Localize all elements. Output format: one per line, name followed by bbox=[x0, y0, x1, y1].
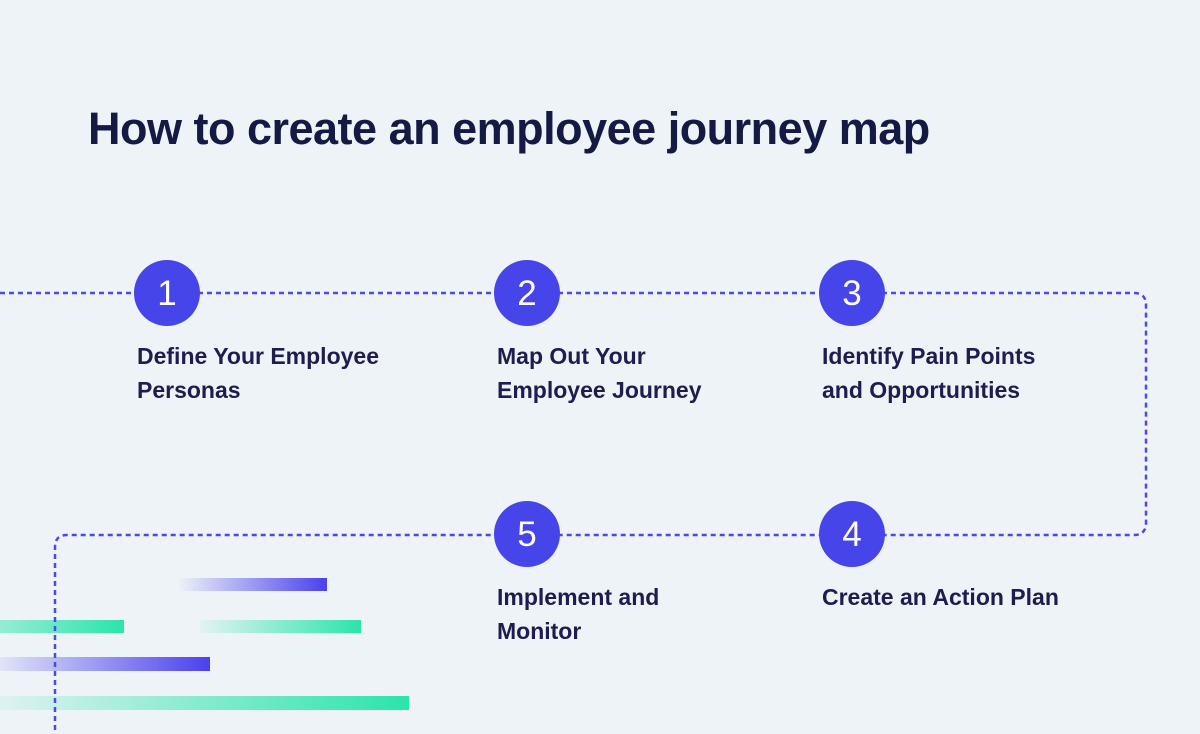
step-2-label-line2: Employee Journey bbox=[497, 377, 702, 403]
page-title: How to create an employee journey map bbox=[88, 103, 930, 154]
step-2-badge: 2 bbox=[494, 260, 560, 326]
step-3-label-line1: Identify Pain Points bbox=[822, 343, 1036, 369]
step-5: 5 Implement and Monitor bbox=[494, 501, 824, 644]
decor-bar-teal-left bbox=[0, 620, 124, 633]
decor-bar-blue-bottom bbox=[0, 657, 210, 671]
decor-bar-blue-top bbox=[178, 578, 327, 591]
step-5-label-line1: Implement and bbox=[497, 584, 660, 610]
step-2-number: 2 bbox=[517, 273, 537, 313]
step-5-number: 5 bbox=[517, 514, 537, 554]
step-4-label-line1: Create an Action Plan bbox=[822, 584, 1059, 610]
step-1-label: Define Your Employee Personas bbox=[137, 339, 379, 407]
step-1-label-line2: Personas bbox=[137, 377, 241, 403]
step-5-label-line2: Monitor bbox=[497, 618, 582, 644]
step-1-label-line1: Define Your Employee bbox=[137, 343, 379, 369]
step-3: 3 Identify Pain Points and Opportunities bbox=[819, 260, 1149, 403]
step-1-number: 1 bbox=[157, 273, 177, 313]
step-3-label: Identify Pain Points and Opportunities bbox=[822, 339, 1035, 407]
step-4-number: 4 bbox=[842, 514, 862, 554]
step-5-label: Implement and Monitor bbox=[497, 580, 659, 648]
step-5-badge: 5 bbox=[494, 501, 560, 567]
decor-bar-teal-mid bbox=[200, 620, 361, 633]
step-1: 1 Define Your Employee Personas bbox=[134, 260, 464, 403]
step-2: 2 Map Out Your Employee Journey bbox=[494, 260, 824, 403]
step-4-label: Create an Action Plan bbox=[822, 580, 1059, 614]
step-2-label: Map Out Your Employee Journey bbox=[497, 339, 702, 407]
step-1-badge: 1 bbox=[134, 260, 200, 326]
step-2-label-line1: Map Out Your bbox=[497, 343, 646, 369]
step-4-badge: 4 bbox=[819, 501, 885, 567]
step-4: 4 Create an Action Plan bbox=[819, 501, 1149, 610]
decor-bar-teal-long bbox=[0, 696, 409, 710]
step-3-number: 3 bbox=[842, 273, 862, 313]
step-3-label-line2: and Opportunities bbox=[822, 377, 1021, 403]
step-3-badge: 3 bbox=[819, 260, 885, 326]
